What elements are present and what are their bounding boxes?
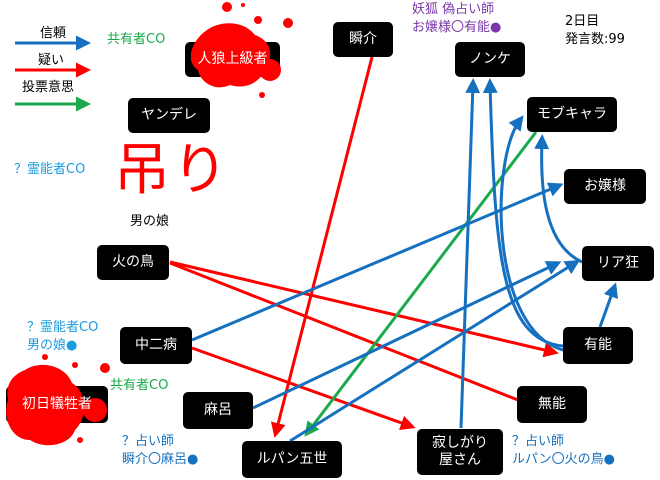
sharer-co-label-2: 共有者CO [110, 378, 169, 393]
node-hinotori[interactable]: 火の鳥 [97, 245, 169, 280]
node-jinro-label: 人狼上級者 [197, 50, 268, 67]
node-nonke-label: ノンケ [469, 50, 511, 67]
doubt-arrow [191, 346, 416, 431]
trust-arrow [499, 115, 564, 352]
seer-label-b: ？占い師 [512, 434, 565, 449]
seer-result-b: ルパン〇火の鳥● [512, 452, 615, 467]
medium-co-label: ？霊能者CO [14, 162, 86, 177]
legend-trust-label: 信頼 [40, 26, 67, 41]
trust-arrow [534, 134, 583, 264]
node-ojousama-label: お嬢様 [584, 177, 626, 194]
blood-splatter-icon [6, 354, 110, 446]
medium-co-label-2: ？霊能者CO [27, 320, 99, 335]
otokonoko-label: 男の娘 [130, 214, 170, 229]
node-shunsuke-label: 瞬介 [349, 30, 377, 47]
doubt-arrow [169, 261, 519, 402]
node-yandere[interactable]: ヤンデレ [128, 98, 210, 133]
node-hinotori-label: 火の鳥 [112, 253, 154, 270]
sharer-co-label: 共有者CO [107, 32, 166, 47]
node-mobu[interactable]: モブキャラ [527, 97, 617, 132]
legend-doubt-label: 疑い [38, 53, 65, 68]
post-count: 発言数:99 [565, 32, 625, 47]
node-chuunibyou[interactable]: 中二病 [120, 327, 192, 364]
medium-result-label: 男の娘● [27, 338, 78, 353]
legend-vote-label: 投票意思 [22, 80, 75, 95]
doubt-arrow [270, 56, 374, 438]
trust-arrow [289, 259, 581, 443]
node-munou[interactable]: 無能 [517, 386, 587, 423]
node-lupin[interactable]: ルパン五世 [242, 441, 342, 478]
node-shonichi-label: 初日犠牲者 [22, 395, 92, 412]
node-maro-label: 麻呂 [204, 401, 232, 418]
node-maro[interactable]: 麻呂 [183, 392, 253, 429]
doubt-arrow [169, 260, 559, 358]
hanged-mark: 吊り [114, 138, 230, 203]
day-label: 2日目 [565, 14, 600, 29]
trust-arrow [459, 78, 481, 429]
node-sabishigari[interactable]: 寂しがり屋さん [417, 429, 503, 475]
node-sabishigari-label: 寂しがり屋さん [432, 434, 488, 469]
node-lupin-label: ルパン五世 [256, 450, 328, 467]
node-yuunou[interactable]: 有能 [563, 327, 633, 364]
node-mobu-label: モブキャラ [537, 105, 607, 122]
fox-role-label: 妖狐 偽占い師 [412, 2, 495, 17]
seer-result-a: 瞬介〇麻呂● [122, 452, 199, 467]
node-riakyou[interactable]: リア狂 [582, 246, 654, 281]
seer-label-a: ？占い師 [122, 434, 175, 449]
vote-arrow [304, 131, 538, 437]
node-yuunou-label: 有能 [584, 336, 612, 353]
node-nonke[interactable]: ノンケ [455, 42, 525, 77]
fox-result-label: お嬢様〇有能● [412, 20, 502, 35]
trust-arrow [252, 261, 562, 410]
trust-arrow [598, 282, 619, 328]
node-ojousama[interactable]: お嬢様 [564, 169, 646, 204]
node-shunsuke[interactable]: 瞬介 [333, 22, 393, 57]
node-chuunibyou-label: 中二病 [135, 336, 177, 353]
node-yandere-label: ヤンデレ [141, 106, 197, 123]
blood-splatter-icon [190, 2, 293, 98]
node-munou-label: 無能 [538, 395, 566, 412]
node-riakyou-label: リア狂 [597, 254, 639, 271]
